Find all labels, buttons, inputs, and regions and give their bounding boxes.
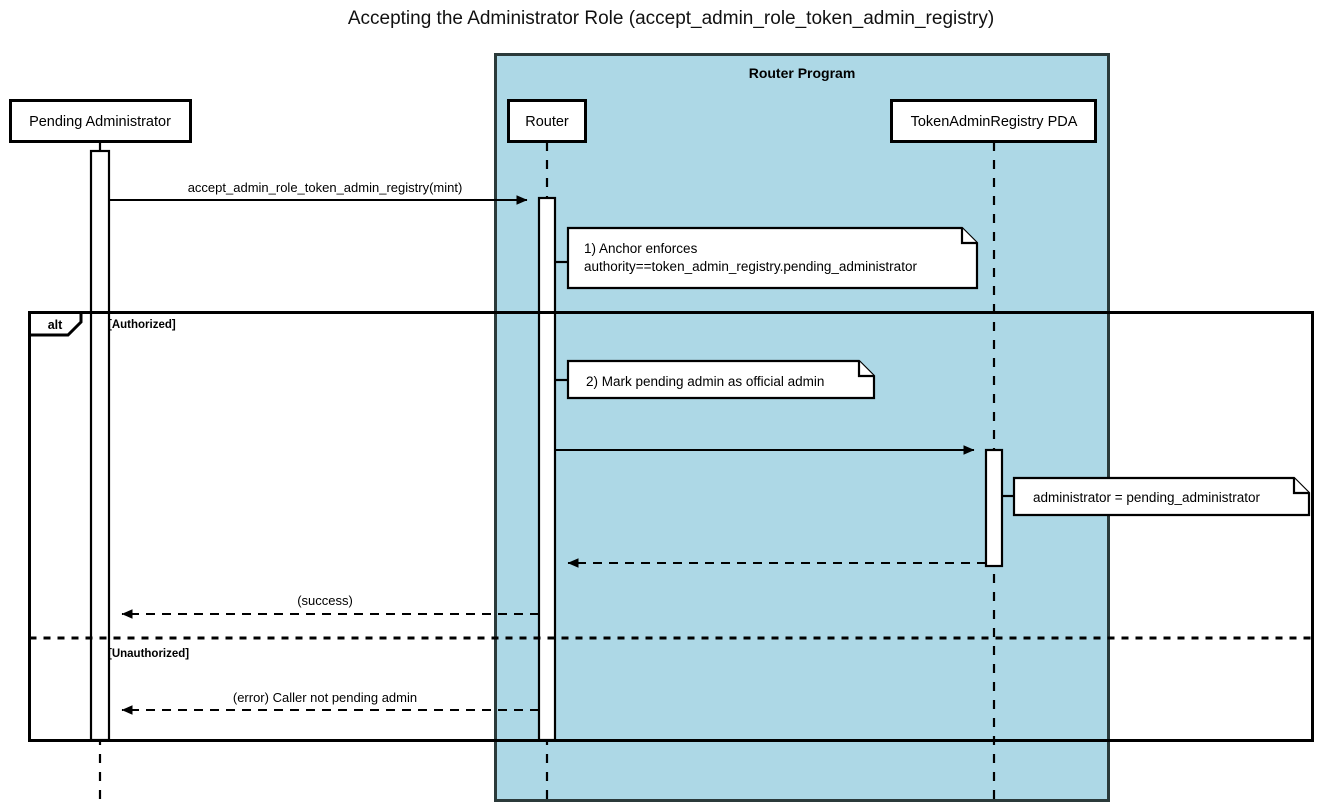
- message-accept-admin-role-label: accept_admin_role_token_admin_registry(m…: [188, 180, 463, 195]
- participant-router-label: Router: [525, 114, 569, 130]
- message-error: (error) Caller not pending admin: [121, 690, 539, 715]
- participant-router[interactable]: Router: [507, 99, 587, 143]
- note-administrator-assign-line-1: administrator = pending_administrator: [1033, 490, 1260, 505]
- participant-pending-admin-label: Pending Administrator: [29, 114, 171, 130]
- note-anchor-enforces-line-1: 1) Anchor enforces: [584, 241, 698, 256]
- participant-token-admin-registry-pda[interactable]: TokenAdminRegistry PDA: [890, 99, 1097, 143]
- message-error-label: (error) Caller not pending admin: [233, 690, 417, 705]
- message-accept-admin-role: accept_admin_role_token_admin_registry(m…: [109, 180, 528, 205]
- participant-token-admin-registry-pda-label: TokenAdminRegistry PDA: [911, 114, 1078, 130]
- fragment-operator-label: alt: [48, 318, 63, 332]
- note-anchor-enforces-line-2: authority==token_admin_registry.pending_…: [584, 259, 917, 274]
- fragment-guard-authorized: [Authorized]: [108, 319, 176, 331]
- note-mark-admin-line-1: 2) Mark pending admin as official admin: [586, 374, 824, 389]
- participant-pending-admin[interactable]: Pending Administrator: [9, 99, 192, 143]
- activation-token-admin-registry-pda: [984, 448, 1004, 568]
- message-success: (success): [121, 593, 539, 619]
- group-router-program: Router Program: [494, 53, 1110, 802]
- note-administrator-assign: administrator = pending_administrator: [1002, 476, 1311, 517]
- note-mark-admin: 2) Mark pending admin as official admin: [555, 359, 876, 400]
- note-anchor-enforces: 1) Anchor enforces authority==token_admi…: [555, 226, 979, 290]
- diagram-title: Accepting the Administrator Role (accept…: [348, 8, 994, 29]
- activation-router: [537, 196, 557, 742]
- message-success-label: (success): [297, 593, 353, 608]
- group-router-program-label: Router Program: [749, 65, 856, 81]
- fragment-alt-authorization: alt [Authorized] [Unauthorized]: [28, 311, 1314, 742]
- fragment-guard-unauthorized: [Unauthorized]: [108, 648, 189, 660]
- activation-pending-admin: [89, 149, 111, 742]
